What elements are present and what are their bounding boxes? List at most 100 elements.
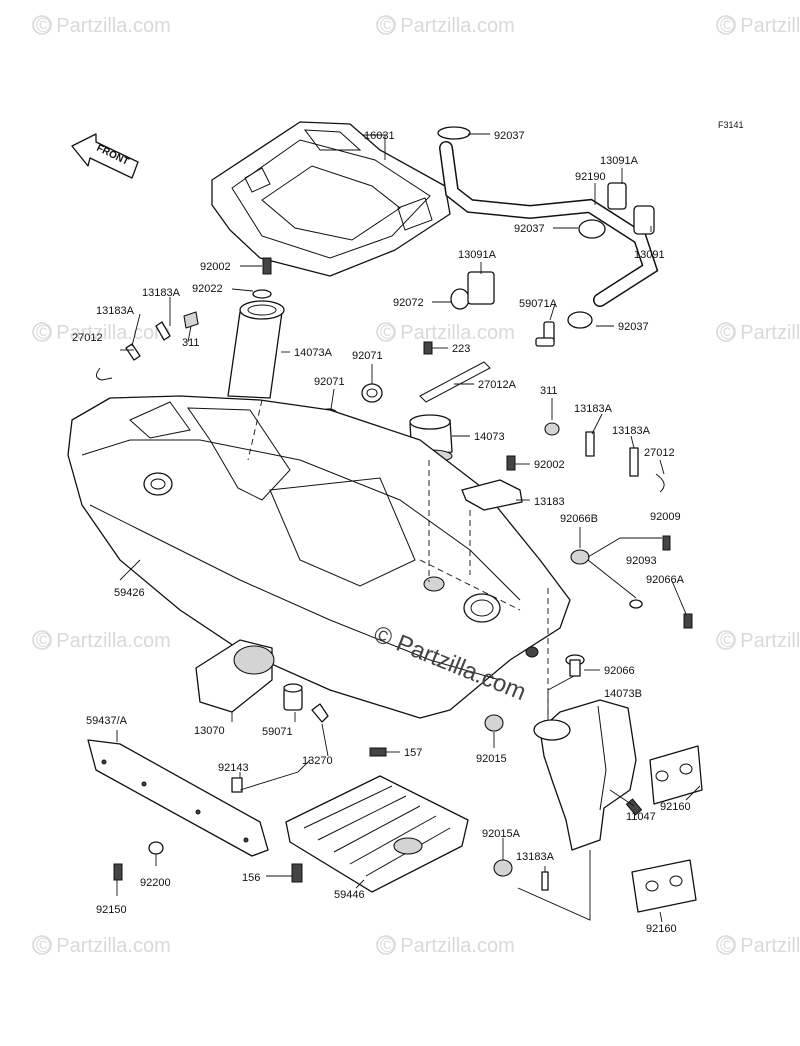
duct-14073B — [533, 699, 637, 851]
figure-code: F3141 — [718, 120, 744, 130]
label-157: 157 — [404, 747, 422, 759]
nut-92015A — [493, 859, 513, 877]
label-92150: 92150 — [96, 904, 127, 916]
bolt-92150 — [113, 863, 123, 881]
plug-92066 — [565, 654, 585, 677]
watermark-tile: © Partzilla.com — [720, 935, 800, 957]
bolt-92066A — [683, 613, 693, 629]
label-59071: 59071 — [262, 726, 293, 738]
strap-set-left — [96, 311, 199, 381]
label-13183A-e: 13183A — [516, 851, 555, 863]
bolt-92009 — [662, 535, 671, 551]
bolt-92002-mid — [506, 455, 516, 471]
nut-92015 — [484, 714, 504, 732]
bolt-92002-top — [262, 257, 272, 275]
clamp-92037-mid — [578, 219, 606, 239]
label-92037-mid: 92037 — [514, 223, 545, 235]
label-11047: 11047 — [626, 811, 656, 823]
pin-13183A — [541, 871, 549, 891]
watermark-tile: © Partzilla.com — [36, 15, 171, 37]
strap-set-right — [544, 422, 665, 493]
label-13183A-d: 13183A — [612, 425, 651, 437]
label-92190: 92190 — [575, 171, 606, 183]
label-27012A: 27012A — [478, 379, 517, 391]
front-arrow-icon: FRONT — [71, 133, 139, 179]
label-13091: 13091 — [634, 249, 665, 261]
bracket-13091A-top — [607, 182, 627, 210]
bracket-13091A-mid — [467, 271, 495, 305]
washer-92093 — [629, 599, 643, 609]
part-labels: 16031 92037 92190 13091A 13091 13091A 92… — [72, 130, 691, 935]
grommet-92066B — [570, 549, 590, 565]
bolt-157 — [369, 747, 387, 757]
label-13183A-c: 13183A — [574, 403, 613, 415]
plate-92160-b — [631, 859, 697, 913]
label-92037-top: 92037 — [494, 130, 525, 142]
label-27012-left: 27012 — [72, 332, 103, 344]
label-92009: 92009 — [650, 511, 681, 523]
label-27012-right: 27012 — [644, 447, 675, 459]
label-13183A-b: 13183A — [96, 305, 135, 317]
label-156: 156 — [242, 872, 260, 884]
washer-92022 — [252, 289, 272, 299]
cover-tray-16031 — [211, 121, 451, 277]
plate-92160-a — [649, 745, 703, 805]
label-92015: 92015 — [476, 753, 507, 765]
fitting-59071 — [283, 683, 303, 711]
label-14073: 14073 — [474, 431, 505, 443]
collar-92143 — [231, 777, 243, 793]
duct-tube-14073A — [227, 300, 285, 399]
label-92066: 92066 — [604, 665, 635, 677]
assembly-dash-lines — [247, 399, 549, 718]
watermark-tile: © Partzilla.com — [380, 322, 515, 344]
label-223: 223 — [452, 343, 470, 355]
watermark-tile: © Partzilla.com — [720, 630, 800, 652]
grommet-92071-a — [361, 383, 383, 403]
label-59446: 59446 — [334, 889, 365, 901]
bracket-13270 — [311, 703, 329, 723]
label-92160-a: 92160 — [660, 801, 691, 813]
bracket-13091 — [633, 205, 655, 235]
label-16031: 16031 — [364, 130, 395, 142]
clamp-92037-top — [437, 126, 471, 140]
label-92015A: 92015A — [482, 828, 521, 840]
watermark-tile: © Partzilla.com — [380, 15, 515, 37]
label-13183A-a: 13183A — [142, 287, 181, 299]
label-311-right: 311 — [540, 385, 558, 397]
watermark-tile: © Partzilla.com — [720, 15, 800, 37]
label-92160-b: 92160 — [646, 923, 677, 935]
leader-lines — [116, 133, 701, 923]
label-13091A-top: 13091A — [600, 155, 639, 167]
label-13091A-mid: 13091A — [458, 249, 497, 261]
fitting-59071A — [535, 321, 555, 347]
watermark-tile: © Partzilla.com — [36, 322, 171, 344]
label-92071-a: 92071 — [352, 350, 383, 362]
label-13270: 13270 — [302, 755, 333, 767]
label-14073B: 14073B — [604, 688, 642, 700]
strap-27012A — [419, 361, 491, 403]
label-92143: 92143 — [218, 762, 249, 774]
label-59426: 59426 — [114, 587, 145, 599]
label-92037-low: 92037 — [618, 321, 649, 333]
bolt-156 — [291, 863, 303, 883]
clamp-92037-low — [567, 311, 593, 329]
label-13070: 13070 — [194, 725, 225, 737]
label-59071A: 59071A — [519, 298, 558, 310]
label-14073A: 14073A — [294, 347, 333, 359]
label-92066A: 92066A — [646, 574, 685, 586]
label-92002-top: 92002 — [200, 261, 231, 273]
label-13183: 13183 — [534, 496, 565, 508]
label-59437A: 59437/A — [86, 715, 128, 727]
label-92072: 92072 — [393, 297, 424, 309]
bracket-13183 — [461, 479, 523, 511]
watermark-tile: © Partzilla.com — [36, 935, 171, 957]
watermark-tile: © Partzilla.com — [720, 322, 800, 344]
label-311-left: 311 — [182, 337, 200, 349]
hose-92190 — [439, 141, 659, 307]
bolt-223 — [423, 341, 433, 355]
label-92093: 92093 — [626, 555, 657, 567]
washer-92200 — [148, 841, 164, 855]
label-92022: 92022 — [192, 283, 223, 295]
clamp-92072 — [450, 288, 470, 310]
